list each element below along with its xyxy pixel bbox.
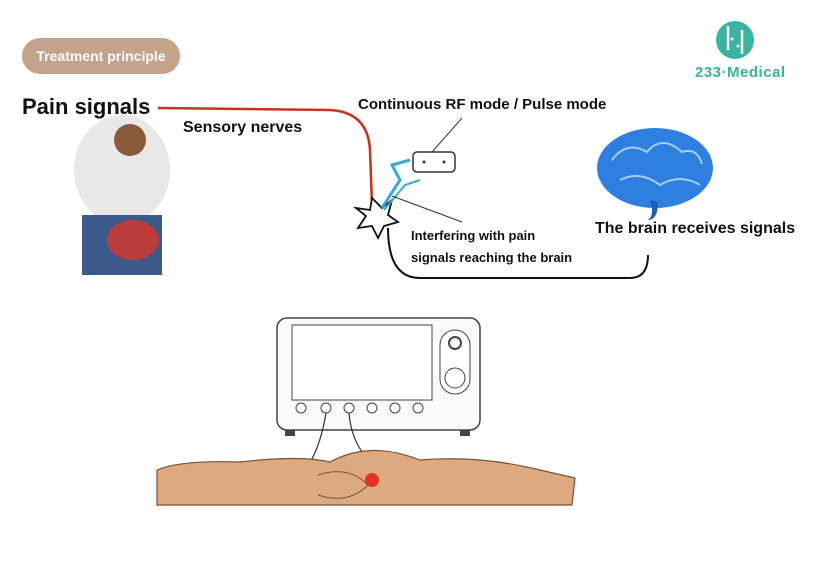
patient-lying-image <box>156 449 576 506</box>
treatment-principle-badge: Treatment principle <box>22 38 180 74</box>
needle-icon <box>380 158 411 209</box>
logo-icon <box>715 20 755 60</box>
mode-label: Continuous RF mode / Pulse mode <box>358 96 607 113</box>
electrode-icon <box>412 151 456 173</box>
brain-label: The brain receives signals <box>595 220 796 237</box>
patient-back-image <box>74 115 170 275</box>
sensory-nerves-label: Sensory nerves <box>183 119 303 136</box>
rf-generator-device <box>276 317 481 471</box>
brain-icon <box>597 128 713 220</box>
pain-signals-label: Pain signals <box>22 94 151 119</box>
burst-icon <box>352 196 401 241</box>
nerve-line <box>157 106 374 206</box>
interfering-label-line2: signals reaching the brain <box>411 250 573 265</box>
interfering-label-line1: Interfering with pain <box>411 228 536 243</box>
logo-text: 233·Medical <box>695 64 786 81</box>
signal-line <box>387 227 649 279</box>
